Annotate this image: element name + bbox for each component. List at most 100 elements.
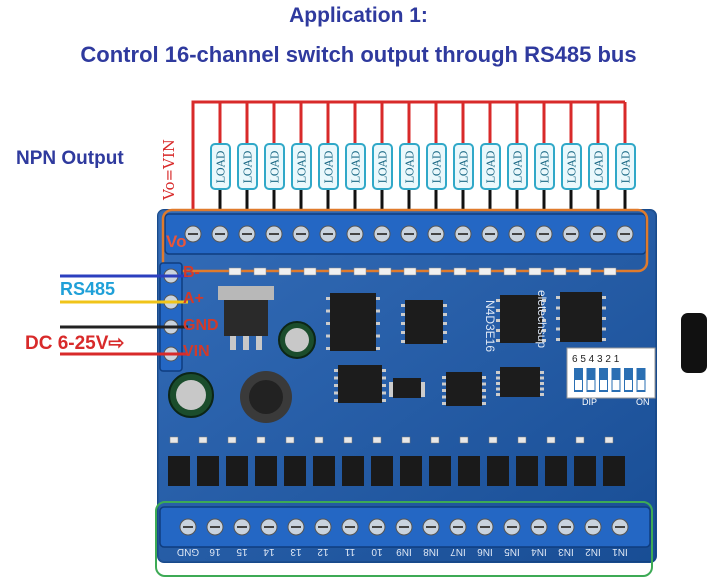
input-terminal-label: IN7 — [450, 546, 466, 557]
load-box: LOAD — [318, 143, 339, 190]
pin-b-label: B- — [183, 264, 200, 281]
input-terminal-label: 12 — [317, 546, 329, 557]
optocoupler — [487, 456, 509, 486]
status-led — [503, 267, 517, 276]
load-box: LOAD — [588, 143, 609, 190]
input-terminal-label: 16 — [209, 546, 221, 557]
load-label: LOAD — [268, 149, 281, 184]
brand-text: eletechsup — [535, 290, 549, 348]
page-title: Application 1: — [289, 4, 428, 27]
input-terminal-label: IN5 — [504, 546, 520, 557]
optocoupler — [574, 456, 596, 486]
load-box: LOAD — [345, 143, 366, 190]
input-terminal-label: 11 — [344, 546, 355, 557]
status-led — [278, 267, 292, 276]
load-box: LOAD — [507, 143, 528, 190]
status-led — [253, 267, 267, 276]
optocoupler — [545, 456, 567, 486]
load-box: LOAD — [480, 143, 501, 190]
optocoupler — [226, 456, 248, 486]
load-box: LOAD — [615, 143, 636, 190]
load-label: LOAD — [484, 149, 497, 184]
ic-chip — [560, 292, 602, 342]
optocoupler — [516, 456, 538, 486]
dip-label: DIP — [582, 397, 597, 407]
ic-chip — [330, 293, 376, 351]
power-terminal-block — [159, 262, 183, 372]
status-led — [328, 267, 342, 276]
optocoupler — [255, 456, 277, 486]
input-terminal-label: IN8 — [423, 546, 439, 557]
load-label: LOAD — [430, 149, 443, 184]
input-terminal-label: IN6 — [477, 546, 493, 557]
optocoupler — [284, 456, 306, 486]
optocoupler — [313, 456, 335, 486]
load-label: LOAD — [214, 149, 227, 184]
npn-output-label: NPN Output — [16, 148, 124, 169]
input-terminal-label: IN4 — [531, 546, 547, 557]
dc-input-label: DC 6-25V⇨ — [25, 333, 125, 354]
input-terminal-highlight — [155, 501, 653, 577]
pin-gnd-label: GND — [183, 317, 219, 334]
load-label: LOAD — [376, 149, 389, 184]
ic-chip — [500, 367, 540, 397]
status-led — [578, 267, 592, 276]
load-box: LOAD — [264, 143, 285, 190]
ic-chip — [338, 365, 382, 403]
status-led — [378, 267, 392, 276]
load-label: LOAD — [619, 149, 632, 184]
load-label: LOAD — [457, 149, 470, 184]
load-label: LOAD — [565, 149, 578, 184]
status-led — [228, 267, 242, 276]
input-terminal-label: IN2 — [585, 546, 601, 557]
load-label: LOAD — [538, 149, 551, 184]
load-label: LOAD — [295, 149, 308, 184]
model-text: N4D3E16 — [483, 300, 497, 352]
pin-a-label: A+ — [183, 290, 204, 307]
rs485-label: RS485 — [60, 279, 116, 299]
load-box: LOAD — [534, 143, 555, 190]
ic-chip — [393, 378, 421, 398]
load-box: LOAD — [561, 143, 582, 190]
optocoupler — [429, 456, 451, 486]
status-led — [528, 267, 542, 276]
load-label: LOAD — [349, 149, 362, 184]
page-subtitle: Control 16-channel switch output through… — [80, 42, 637, 67]
optocoupler — [458, 456, 480, 486]
ic-chip — [405, 300, 443, 344]
optocoupler — [342, 456, 364, 486]
load-box: LOAD — [399, 143, 420, 190]
dip-on-label: ON — [636, 397, 650, 407]
load-label: LOAD — [403, 149, 416, 184]
input-terminal-label: GND — [177, 546, 199, 557]
load-box: LOAD — [210, 143, 231, 190]
vo-vin-label: Vo=VIN — [160, 139, 178, 200]
load-box: LOAD — [426, 143, 447, 190]
status-led — [603, 267, 617, 276]
status-led — [353, 267, 367, 276]
load-box: LOAD — [291, 143, 312, 190]
optocoupler — [371, 456, 393, 486]
vo-terminal-label: Vo — [166, 232, 187, 251]
status-led — [478, 267, 492, 276]
load-box: LOAD — [453, 143, 474, 190]
status-led — [403, 267, 417, 276]
optocoupler — [168, 456, 190, 486]
load-label: LOAD — [241, 149, 254, 184]
vo-bus-wire — [191, 100, 625, 233]
dip-numbers: 6 5 4 3 2 1 — [572, 354, 620, 365]
status-led — [553, 267, 567, 276]
side-handle-button[interactable] — [681, 313, 707, 373]
ic-chip — [500, 295, 542, 343]
load-label: LOAD — [322, 149, 335, 184]
ic-chip — [446, 372, 482, 406]
input-terminal-label: IN1 — [612, 546, 628, 557]
load-label: LOAD — [511, 149, 524, 184]
optocoupler — [197, 456, 219, 486]
load-label: LOAD — [592, 149, 605, 184]
optocoupler — [603, 456, 625, 486]
input-terminal-label: 13 — [290, 546, 302, 557]
status-led — [428, 267, 442, 276]
input-terminal-label: 14 — [263, 546, 275, 557]
